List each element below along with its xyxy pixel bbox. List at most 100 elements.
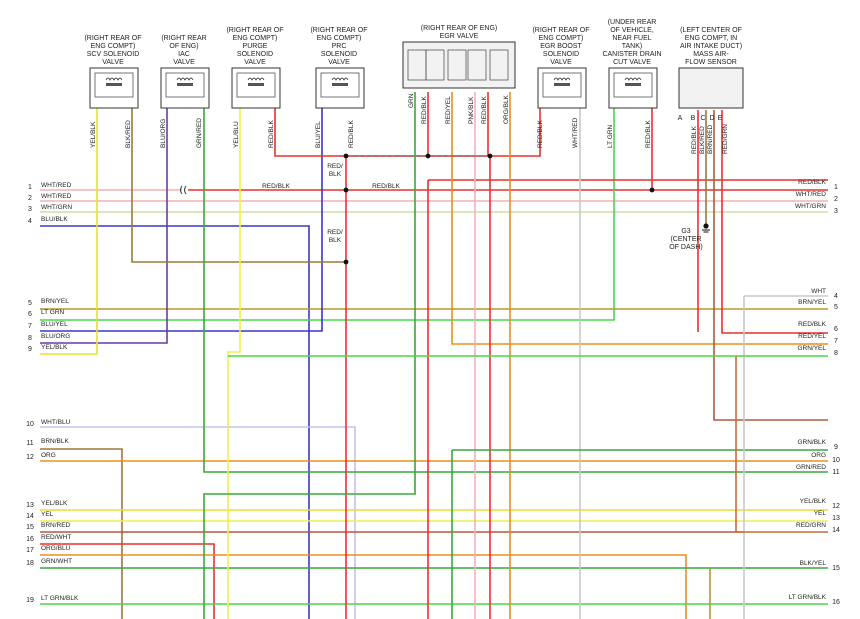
coil-icon — [176, 77, 194, 81]
right-pin-label-2: WHT/RED — [796, 191, 827, 198]
left-pin-label-18: GRN/WHT — [41, 558, 72, 565]
wire-label-egr-2: RED/BLK — [421, 96, 428, 124]
left-pin-label-4: BLU/BLK — [41, 216, 68, 223]
wire-org-blu-17 — [40, 554, 687, 619]
component-label-prc: SOLENOID — [321, 51, 357, 58]
coil-icon — [331, 77, 349, 81]
splice-dot — [343, 259, 349, 265]
component-label-purge: ENG COMPT) — [233, 35, 278, 42]
inline-label-bus-1a: RED/BLK — [262, 183, 290, 190]
left-pin-13: 13 — [26, 502, 34, 509]
right-pin-label-7: RED/YEL — [798, 333, 826, 340]
wire-label-prc-1: BLU/YEL — [315, 121, 322, 148]
maf-pin-c: C — [700, 115, 705, 122]
wire-label-egr-6: ORG/BLK — [503, 94, 510, 124]
left-pin-label-8: BLU/ORG — [41, 333, 70, 340]
right-pin-14: 14 — [832, 527, 840, 534]
inline-label-splice-1: RED/ — [327, 163, 343, 170]
wire-label-maf-c: BLK/RED — [699, 126, 706, 154]
right-pin-1: 1 — [834, 184, 838, 191]
component-label-canister: OF VEHICLE, — [610, 27, 654, 34]
component-label-prc: PRC — [332, 43, 347, 50]
inline-label-splice-2: BLK — [329, 237, 342, 244]
right-pin-label-13: YEL — [814, 510, 827, 517]
core-icon — [248, 83, 264, 86]
splice-dot — [425, 153, 431, 159]
left-pin-label-12: ORG — [41, 452, 56, 459]
component-label-purge: SOLENOID — [237, 51, 273, 58]
wire-lt-grn-6 — [40, 92, 615, 321]
coil-icon — [247, 77, 265, 81]
right-pin-6: 6 — [834, 326, 838, 333]
component-label-purge: PURGE — [243, 43, 268, 50]
right-pin-16: 16 — [832, 599, 840, 606]
wire-purge-yel-blu — [227, 92, 241, 619]
left-pin-label-19: LT GRN/BLK — [41, 595, 79, 602]
component-label-iac: VALVE — [173, 59, 195, 66]
wire-blu-yel-7 — [40, 92, 323, 332]
egr-coil — [425, 49, 445, 81]
right-pin-13: 13 — [832, 515, 840, 522]
core-icon — [554, 83, 570, 86]
component-label-maf: FLOW SENSOR — [685, 59, 737, 66]
component-label-iac: IAC — [178, 51, 190, 58]
component-label-maf: ENG COMPT, IN — [685, 35, 738, 42]
left-pin-17: 17 — [26, 547, 34, 554]
right-pin-label-8: GRN/YEL — [797, 345, 826, 352]
maf-pin-e: E — [718, 115, 723, 122]
right-pin-2: 2 — [834, 196, 838, 203]
right-pin-8: 8 — [834, 350, 838, 357]
wire-label-boost-1: RED/BLK — [537, 120, 544, 148]
left-pin-1: 1 — [28, 184, 32, 191]
core-icon — [177, 83, 193, 86]
left-pin-label-11: BRN/BLK — [41, 438, 69, 445]
left-pin-19: 19 — [26, 597, 34, 604]
wire-label-prc-2: RED/BLK — [348, 120, 355, 148]
wire-purge-red-blk — [274, 92, 541, 157]
left-pin-14: 14 — [26, 513, 34, 520]
component-label-canister: (UNDER REAR — [608, 19, 657, 26]
left-pin-15: 15 — [26, 524, 34, 531]
right-pin-label-5: BRN/YEL — [798, 299, 826, 306]
wire-label-purge-2: RED/BLK — [268, 120, 275, 148]
left-pin-label-6: LT GRN — [41, 309, 65, 316]
right-pin-7: 7 — [834, 338, 838, 345]
prc-valve-box — [315, 67, 365, 109]
wire-label-purge-1: YEL/BLU — [233, 121, 240, 148]
wire-red-wht-16 — [40, 543, 215, 619]
splice-dot — [343, 153, 349, 159]
component-label-egrboost: EGR BOOST — [540, 43, 582, 50]
right-pin-5: 5 — [834, 304, 838, 311]
coil-icon — [624, 77, 642, 81]
right-pin-label-16: LT GRN/BLK — [789, 594, 827, 601]
wire-label-scv-1: YEL/BLK — [90, 121, 97, 148]
component-label-maf: AIR INTAKE DUCT) — [680, 43, 742, 50]
left-pin-16: 16 — [26, 536, 34, 543]
coil-frame — [165, 72, 205, 98]
right-pin-label-14: RED/GRN — [796, 522, 826, 529]
right-pin-label-4: WHT — [811, 288, 826, 295]
right-pin-3: 3 — [834, 208, 838, 215]
coil-frame — [236, 72, 276, 98]
right-pin-label-15: BLK/YEL — [800, 560, 827, 567]
wire-label-boost-2: WHT/RED — [572, 117, 579, 148]
wire-brn-blk-11 — [40, 448, 123, 619]
wires — [40, 92, 828, 619]
component-label-scv: SCV SOLENOID — [87, 51, 140, 58]
maf-pin-d: D — [709, 115, 714, 122]
coil-icon — [105, 77, 123, 81]
wire-label-maf-b: RED/BLK — [691, 126, 698, 154]
wire-label-maf-e: RED/GRN — [722, 124, 729, 154]
component-label-canister: NEAR FUEL — [612, 35, 651, 42]
splice-dot — [343, 187, 349, 193]
left-pin-11: 11 — [26, 440, 33, 447]
component-label-scv: ENG COMPT) — [91, 43, 136, 50]
component-label-scv: (RIGHT REAR OF — [84, 35, 141, 42]
wire-label-egr-1: GRN — [408, 93, 415, 108]
coil-frame — [94, 72, 134, 98]
splice-dot — [649, 187, 655, 193]
egr-boost-valve-box — [537, 67, 587, 109]
wire-label-egr-5: RED/BLK — [481, 96, 488, 124]
